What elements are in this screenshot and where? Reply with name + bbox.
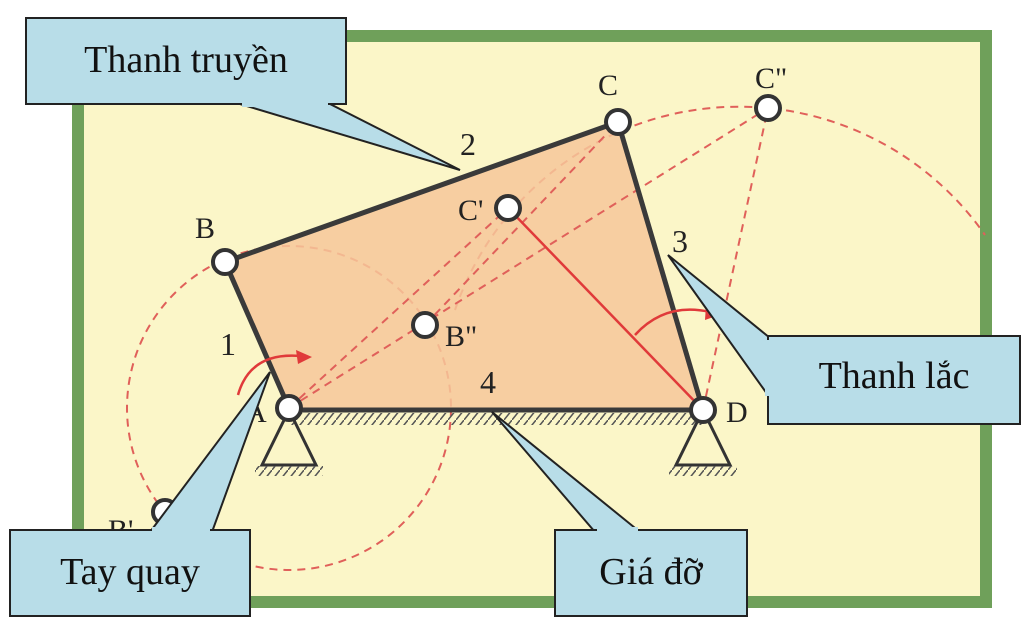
label-C-double: C" bbox=[755, 62, 787, 95]
dashed-A-C-prime bbox=[288, 207, 509, 409]
label-B-double: B" bbox=[445, 320, 477, 353]
support-D-icon bbox=[669, 406, 737, 476]
joint-B bbox=[211, 248, 239, 276]
link-number-4: 4 bbox=[480, 364, 496, 400]
label-B: B bbox=[195, 212, 215, 245]
link-number-1: 1 bbox=[220, 326, 236, 362]
callout-crank: Tay quay bbox=[9, 371, 271, 617]
link-3-rocker bbox=[615, 121, 706, 411]
solid-D-C-prime bbox=[507, 207, 704, 411]
joint-C bbox=[604, 108, 632, 136]
callout-connecting-rod: Thanh truyền bbox=[25, 17, 461, 171]
callout-rocker-text: Thanh lắc bbox=[819, 355, 970, 397]
callout-crank-text: Tay quay bbox=[60, 551, 200, 593]
joint-B-double bbox=[411, 311, 439, 339]
link-number-3: 3 bbox=[672, 223, 688, 259]
label-C: C bbox=[598, 69, 618, 102]
callout-rocker: Thanh lắc bbox=[667, 254, 1021, 425]
dashed-D-C-double bbox=[702, 107, 769, 411]
link-number-2: 2 bbox=[460, 126, 476, 162]
linkage-area bbox=[225, 122, 703, 410]
callout-connecting-rod-text: Thanh truyền bbox=[84, 39, 288, 81]
joint-C-prime bbox=[494, 194, 522, 222]
joint-D bbox=[689, 396, 717, 424]
label-D: D bbox=[726, 396, 748, 429]
label-C-prime: C' bbox=[458, 194, 483, 227]
crank-rotation-arrow-icon bbox=[236, 350, 312, 396]
joint-A bbox=[275, 394, 303, 422]
support-A-icon bbox=[255, 406, 323, 476]
link-1-crank bbox=[222, 260, 292, 410]
callout-frame-text: Giá đỡ bbox=[599, 551, 703, 593]
callout-frame: Giá đỡ bbox=[491, 411, 748, 617]
link-2-rod bbox=[224, 119, 619, 265]
dashed-A-C-double bbox=[288, 107, 769, 409]
ground-hatch bbox=[289, 413, 703, 425]
joint-C-double bbox=[754, 94, 782, 122]
